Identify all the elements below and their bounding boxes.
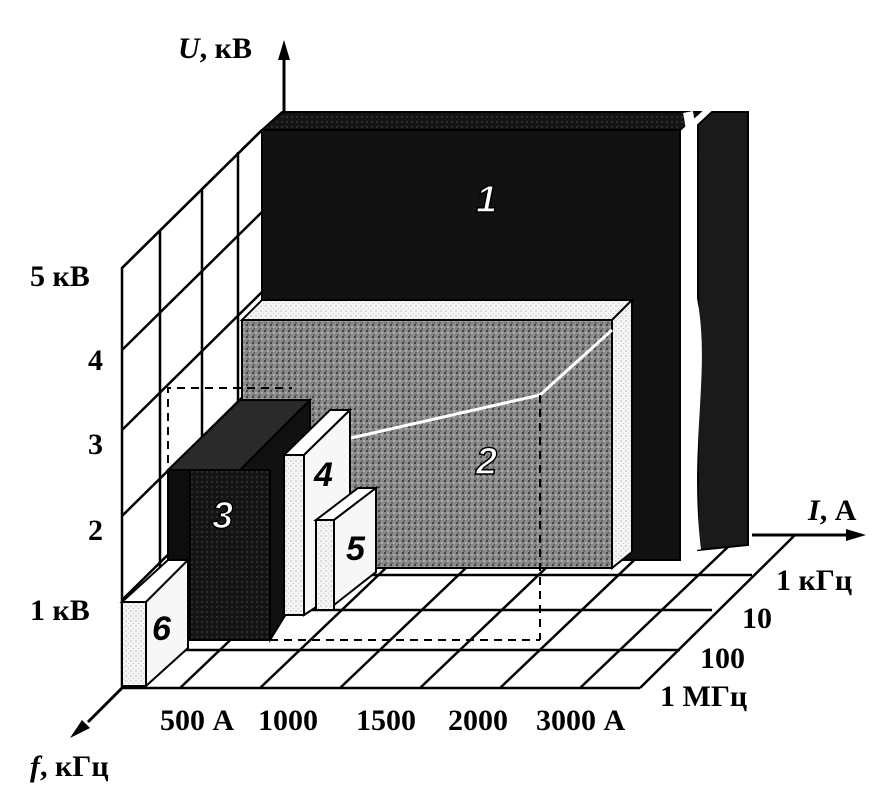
tick-f-100: 100	[700, 642, 745, 675]
tick-i-3000: 3000 А	[536, 704, 626, 737]
region-3-label: 3	[212, 495, 233, 537]
axis-u-label: U, кВ	[178, 32, 252, 65]
axis-f-unit: , кГц	[40, 750, 109, 783]
axis-i	[752, 529, 866, 541]
region-6-block	[119, 557, 191, 689]
tick-u-3: 3	[88, 428, 103, 461]
axis-i-unit: , А	[820, 494, 857, 527]
axis-u-symbol: U	[178, 32, 201, 65]
region-1-label: 1	[476, 179, 497, 221]
tick-i-500: 500 А	[160, 704, 235, 737]
region-5-block	[313, 485, 379, 611]
floor-grid	[122, 534, 796, 690]
tick-f-1mhz: 1 МГц	[660, 680, 747, 713]
axis-f-label: f, кГц	[30, 750, 109, 783]
tick-u-2: 2	[88, 514, 103, 547]
axis-u	[278, 40, 290, 112]
tick-i-1500: 1500	[356, 704, 416, 737]
axis-f-symbol: f	[30, 750, 43, 783]
axis-f	[70, 686, 124, 738]
axis-u-unit: , кВ	[200, 32, 252, 65]
region-6-label: 6	[152, 610, 172, 648]
tick-f-10: 10	[742, 602, 772, 635]
region-5-label: 5	[346, 530, 366, 568]
tick-i-1000: 1000	[258, 704, 318, 737]
tick-u-1: 1 кВ	[30, 594, 90, 627]
region-4-label: 4	[313, 456, 333, 494]
tick-i-2000: 2000	[448, 704, 508, 737]
axis-i-symbol: I	[807, 494, 821, 527]
tick-u-4: 4	[88, 344, 103, 377]
axis-i-label: I, А	[807, 494, 857, 527]
tick-u-5: 5 кВ	[30, 260, 90, 293]
region-2-label: 2	[475, 441, 497, 483]
tick-f-1khz: 1 кГц	[776, 564, 852, 597]
